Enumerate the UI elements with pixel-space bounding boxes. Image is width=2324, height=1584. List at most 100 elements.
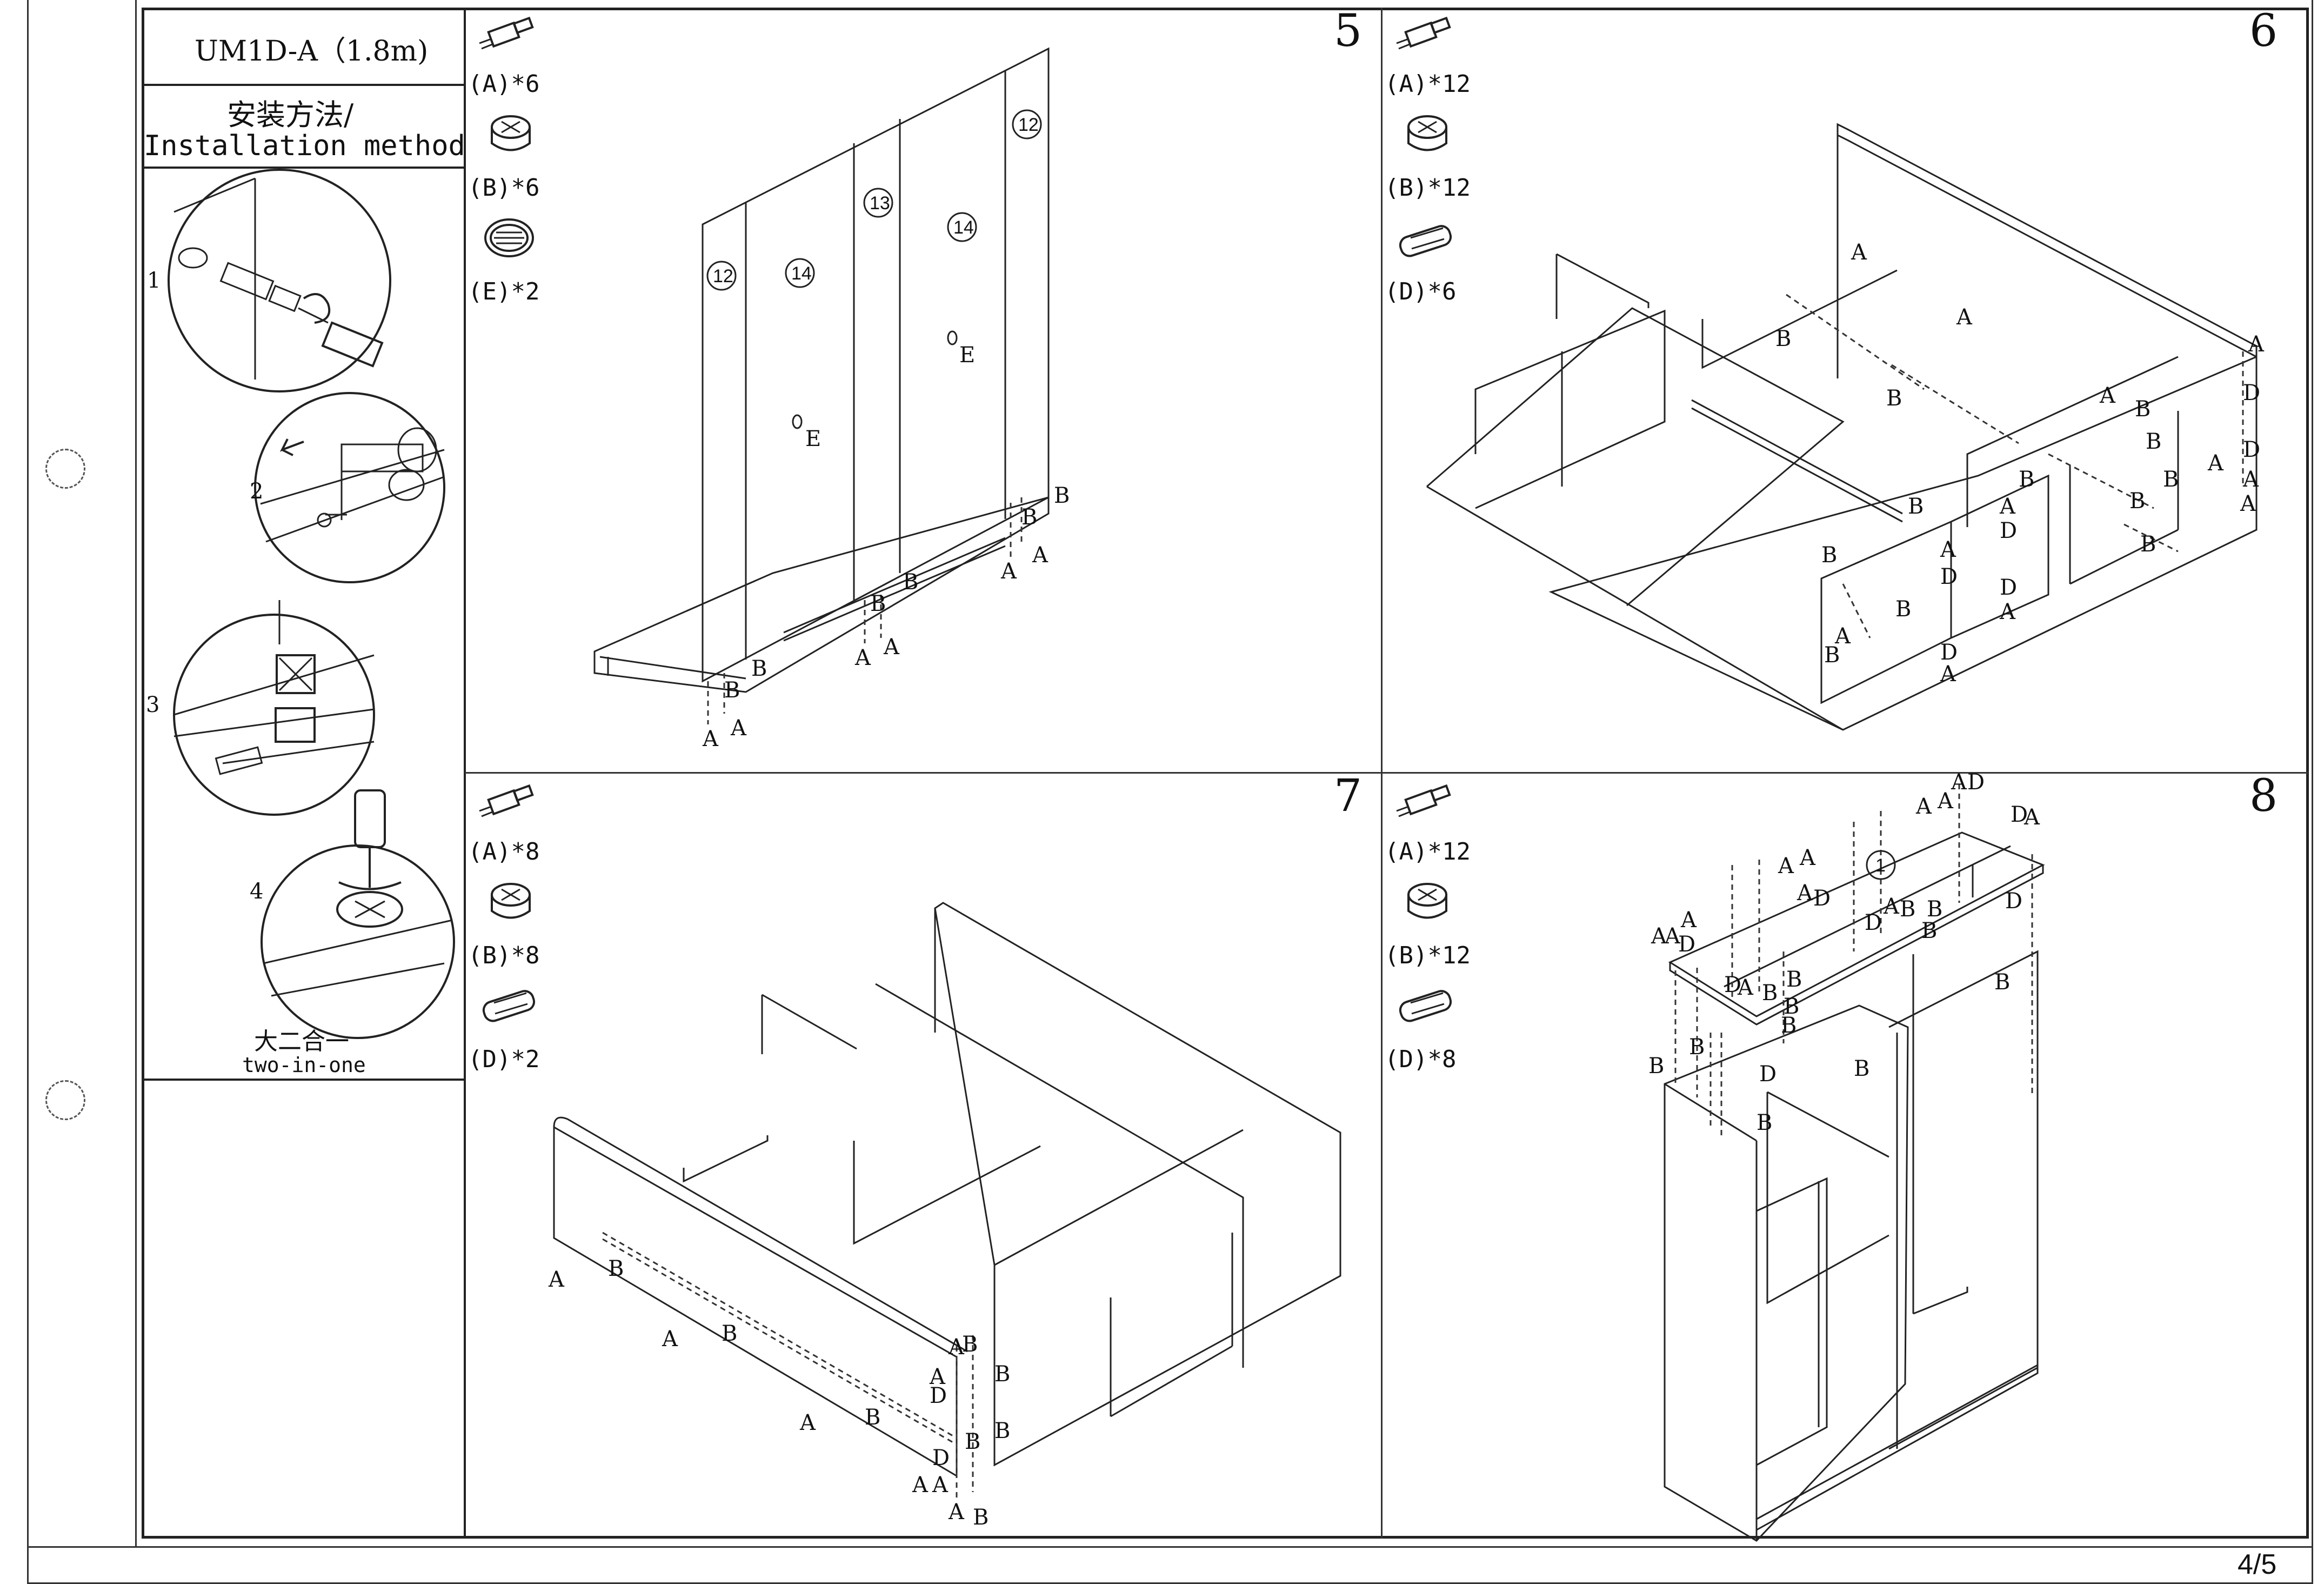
svg-text:A: A <box>1956 305 1973 330</box>
svg-text:D: D <box>1724 973 1741 997</box>
svg-text:D: D <box>1967 770 1985 795</box>
svg-text:A: A <box>948 1335 965 1360</box>
part-a-icon <box>1396 784 1451 817</box>
svg-text:D: D <box>1865 910 1882 935</box>
svg-text:B: B <box>1824 643 1840 668</box>
row-rule-2 <box>142 167 465 169</box>
page-inner-rule <box>135 0 137 1546</box>
step6-part-1-qty: (A)*12 <box>1385 70 1471 98</box>
page-border <box>27 0 2313 1584</box>
svg-text:B: B <box>2140 532 2156 557</box>
svg-text:B: B <box>1021 505 1037 530</box>
svg-text:A: A <box>1937 789 1954 814</box>
svg-text:1: 1 <box>1875 855 1886 876</box>
svg-text:D: D <box>2243 381 2260 405</box>
svg-text:A: A <box>1000 559 1017 584</box>
svg-text:B: B <box>1689 1035 1705 1060</box>
svg-text:D: D <box>1940 640 1958 665</box>
step5-part-2-qty: (B)*6 <box>468 174 540 202</box>
svg-text:B: B <box>1786 967 1802 992</box>
svg-text:B: B <box>1821 543 1837 568</box>
svg-text:A: A <box>1999 494 2016 519</box>
svg-text:B: B <box>1781 1013 1797 1038</box>
step7-part-2-qty: (B)*8 <box>468 942 540 969</box>
svg-text:2: 2 <box>250 479 263 504</box>
svg-text:A: A <box>1883 894 1900 919</box>
svg-text:B: B <box>1921 919 1937 943</box>
svg-text:B: B <box>2019 467 2034 492</box>
svg-text:E: E <box>959 343 975 368</box>
wooden-dowel-icon <box>1399 990 1452 1022</box>
svg-text:A: A <box>1851 240 1867 265</box>
svg-text:D: D <box>2000 575 2017 600</box>
two-in-one-en: two-in-one <box>242 1053 366 1077</box>
svg-text:A: A <box>1834 624 1851 649</box>
svg-text:B: B <box>1757 1110 1772 1135</box>
svg-text:D: D <box>1678 932 1695 957</box>
svg-text:B: B <box>865 1405 880 1430</box>
row-rule-1 <box>142 84 465 86</box>
installation-method-illustration: 1 2 3 4 <box>146 169 455 1039</box>
method-title-zh: 安装方法/ <box>227 98 354 132</box>
part-a-icon <box>479 784 534 817</box>
svg-text:A: A <box>1951 770 1967 795</box>
step8-part-2-qty: (B)*12 <box>1385 942 1471 969</box>
svg-text:12: 12 <box>1018 115 1039 135</box>
svg-text:B: B <box>1900 897 1915 922</box>
svg-text:B: B <box>2135 397 2151 422</box>
svg-text:B: B <box>1895 597 1911 622</box>
svg-text:B: B <box>722 1321 737 1346</box>
svg-text:B: B <box>1784 994 1799 1019</box>
svg-text:14: 14 <box>953 217 974 238</box>
page-number: 4/5 <box>2238 1549 2277 1580</box>
svg-text:A: A <box>948 1500 965 1525</box>
svg-text:A: A <box>1915 794 1932 819</box>
svg-text:A: A <box>2207 451 2224 476</box>
step5-part-1-qty: (A)*6 <box>468 70 540 98</box>
svg-text:4: 4 <box>250 879 263 904</box>
part-b-icon <box>1407 883 1447 919</box>
svg-text:B: B <box>724 678 740 703</box>
svg-text:A: A <box>932 1473 949 1498</box>
row-rule-3 <box>142 1079 465 1081</box>
step7-part-1-qty: (A)*8 <box>468 838 540 866</box>
two-in-one-zh: 大二合一 <box>254 1028 349 1055</box>
wooden-dowel-icon <box>1399 225 1452 257</box>
svg-text:3: 3 <box>146 693 159 717</box>
svg-text:B: B <box>2163 467 2179 492</box>
svg-text:B: B <box>608 1256 624 1281</box>
step6-part-3-qty: (D)*6 <box>1385 278 1457 305</box>
svg-text:A: A <box>883 635 900 660</box>
svg-text:A: A <box>2242 467 2259 492</box>
svg-text:B: B <box>1927 897 1942 922</box>
svg-text:D: D <box>2011 802 2028 827</box>
svg-text:A: A <box>912 1473 929 1498</box>
svg-text:A: A <box>2240 491 2256 516</box>
part-a-icon <box>479 16 534 50</box>
svg-text:D: D <box>2005 889 2022 914</box>
svg-text:B: B <box>1648 1054 1664 1079</box>
svg-text:B: B <box>994 1419 1010 1443</box>
svg-text:B: B <box>994 1362 1010 1387</box>
svg-text:A: A <box>662 1327 678 1352</box>
svg-text:14: 14 <box>791 263 812 284</box>
svg-text:E: E <box>805 427 821 451</box>
svg-text:B: B <box>751 656 767 681</box>
svg-text:B: B <box>965 1429 980 1454</box>
svg-text:A: A <box>929 1365 946 1389</box>
svg-text:A: A <box>2099 383 2116 408</box>
svg-text:B: B <box>1886 386 1902 411</box>
step-number-5: 5 <box>1334 5 1363 57</box>
svg-text:A: A <box>1032 543 1049 568</box>
svg-text:B: B <box>1775 327 1791 351</box>
step7-part-3-qty: (D)*2 <box>468 1046 540 1073</box>
svg-text:B: B <box>1854 1056 1869 1081</box>
svg-text:B: B <box>1908 494 1924 519</box>
step8-part-1-qty: (A)*12 <box>1385 838 1471 866</box>
svg-text:12: 12 <box>713 266 733 287</box>
svg-text:B: B <box>903 570 918 595</box>
svg-text:A: A <box>1651 924 1667 949</box>
